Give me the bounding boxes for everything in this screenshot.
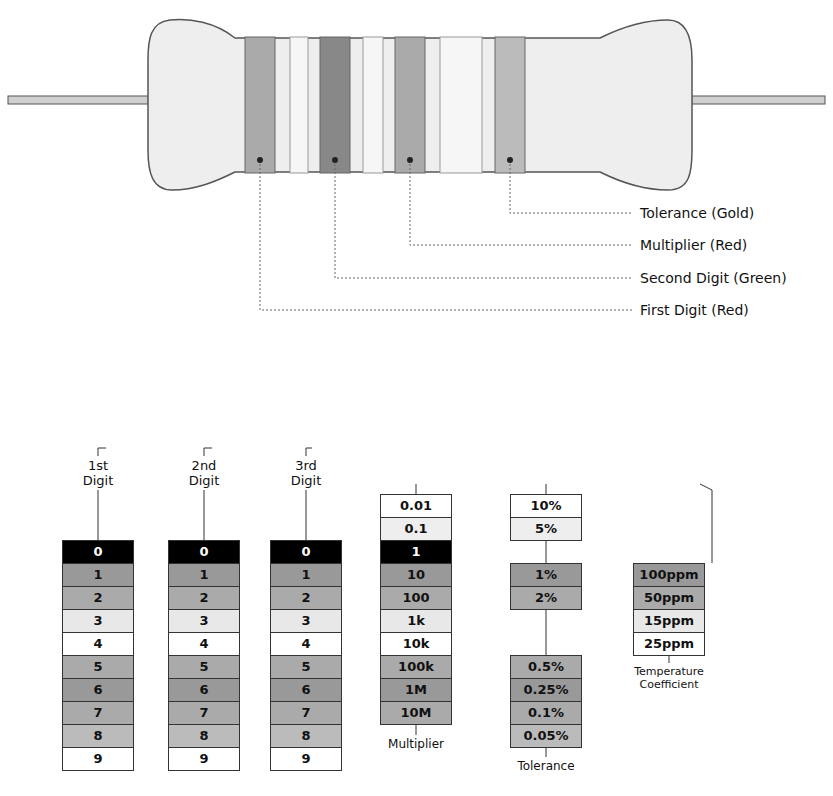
leader-line — [510, 160, 632, 213]
band-dot — [332, 157, 338, 163]
callout-label: Second Digit (Green) — [638, 269, 789, 287]
leader-line — [335, 160, 632, 278]
tolerance-cell: 5% — [510, 517, 582, 541]
multiplier-cell: 1 — [380, 540, 452, 564]
multiplier-cell: 100k — [380, 655, 452, 679]
digit-cell: 2 — [62, 586, 134, 610]
bracket — [204, 490, 205, 540]
digit-cell: 0 — [62, 540, 134, 564]
bracket — [306, 490, 307, 540]
bracket — [546, 540, 547, 563]
column-header: 3rd Digit — [282, 458, 330, 488]
callout-label: First Digit (Red) — [638, 301, 751, 319]
callout-label: Multiplier (Red) — [638, 236, 749, 254]
digit-cell: 6 — [270, 678, 342, 702]
digit-cell: 8 — [168, 724, 240, 748]
bracket — [700, 484, 712, 563]
tolerance-cell: 10% — [510, 494, 582, 518]
band-dot — [507, 157, 513, 163]
multiplier-cell: 1M — [380, 678, 452, 702]
digit-cell: 5 — [62, 655, 134, 679]
digit-cell: 9 — [168, 747, 240, 771]
band-dot — [407, 157, 413, 163]
bracket — [546, 747, 547, 757]
body-gap — [290, 37, 308, 173]
digit-cell: 4 — [168, 632, 240, 656]
digit-cell: 1 — [168, 563, 240, 587]
color-band — [495, 37, 525, 173]
bracket — [204, 448, 212, 456]
column-label: Tolerance — [517, 759, 574, 773]
bracket — [546, 484, 547, 494]
bracket — [98, 448, 106, 456]
resistor-lead — [8, 96, 150, 104]
digit-cell: 7 — [168, 701, 240, 725]
multiplier-cell: 0.01 — [380, 494, 452, 518]
body-gap — [440, 37, 482, 173]
column-header: 1st Digit — [74, 458, 122, 488]
leader-line — [410, 160, 632, 245]
body-gap — [363, 37, 383, 173]
digit-cell: 3 — [270, 609, 342, 633]
bracket — [98, 490, 99, 540]
resistor-lead — [690, 96, 825, 104]
tempco-cell: 25ppm — [633, 632, 705, 656]
bracket — [416, 484, 417, 494]
digit-cell: 7 — [62, 701, 134, 725]
digit-cell: 4 — [62, 632, 134, 656]
digit-cell: 8 — [270, 724, 342, 748]
digit-cell: 5 — [168, 655, 240, 679]
column-header: 2nd Digit — [180, 458, 228, 488]
tolerance-cell: 0.5% — [510, 655, 582, 679]
digit-cell: 0 — [168, 540, 240, 564]
tempco-cell: 100ppm — [633, 563, 705, 587]
digit-cell: 8 — [62, 724, 134, 748]
digit-cell: 3 — [62, 609, 134, 633]
band-dot — [257, 157, 263, 163]
color-band — [395, 37, 425, 173]
digit-cell: 7 — [270, 701, 342, 725]
leader-line — [260, 160, 632, 310]
column-label: Temperature Coefficient — [617, 665, 721, 691]
color-band — [320, 37, 350, 173]
digit-cell: 6 — [168, 678, 240, 702]
tempco-cell: 15ppm — [633, 609, 705, 633]
tolerance-cell: 2% — [510, 586, 582, 610]
tolerance-cell: 0.1% — [510, 701, 582, 725]
column-label: Multiplier — [388, 737, 444, 751]
tolerance-cell: 1% — [510, 563, 582, 587]
digit-cell: 0 — [270, 540, 342, 564]
multiplier-cell: 10 — [380, 563, 452, 587]
digit-cell: 9 — [270, 747, 342, 771]
bracket — [306, 448, 312, 456]
digit-cell: 2 — [270, 586, 342, 610]
multiplier-cell: 10k — [380, 632, 452, 656]
tolerance-cell: 0.25% — [510, 678, 582, 702]
color-band — [245, 37, 275, 173]
digit-cell: 3 — [168, 609, 240, 633]
digit-cell: 5 — [270, 655, 342, 679]
bracket — [669, 655, 670, 663]
digit-cell: 6 — [62, 678, 134, 702]
digit-cell: 1 — [62, 563, 134, 587]
tolerance-cell: 0.05% — [510, 724, 582, 748]
multiplier-cell: 100 — [380, 586, 452, 610]
bracket — [546, 609, 547, 655]
tempco-cell: 50ppm — [633, 586, 705, 610]
digit-cell: 9 — [62, 747, 134, 771]
bracket — [416, 724, 417, 735]
multiplier-cell: 10M — [380, 701, 452, 725]
multiplier-cell: 1k — [380, 609, 452, 633]
callout-label: Tolerance (Gold) — [638, 204, 756, 222]
multiplier-cell: 0.1 — [380, 517, 452, 541]
digit-cell: 2 — [168, 586, 240, 610]
digit-cell: 4 — [270, 632, 342, 656]
digit-cell: 1 — [270, 563, 342, 587]
resistor-body — [148, 20, 692, 190]
